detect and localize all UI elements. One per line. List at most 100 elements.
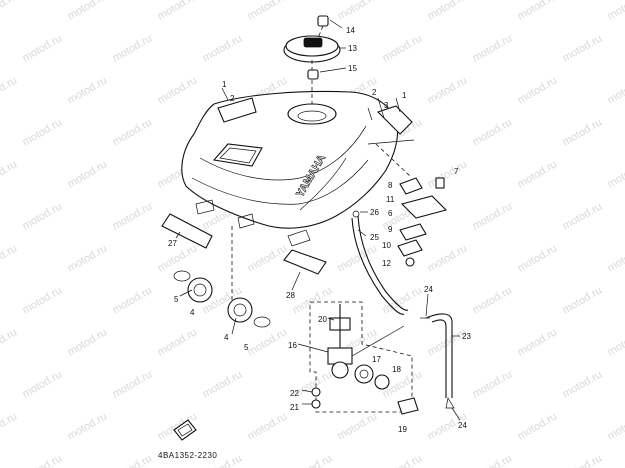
fuel-tank: YAMAHA <box>181 90 413 247</box>
watermark-text: motod.ru <box>471 116 515 148</box>
watermark-text: motod.ru <box>426 242 470 274</box>
watermark-text: motod.ru <box>111 368 155 400</box>
fuel-cock-assembly <box>309 301 419 415</box>
callout-28: 28 <box>286 291 295 300</box>
watermark-text: motod.ru <box>21 32 65 64</box>
callout-21: 21 <box>290 403 299 412</box>
watermark-text: motod.ru <box>291 284 335 316</box>
callout-2b: 2 <box>372 88 377 97</box>
callout-14: 14 <box>346 26 355 35</box>
callout-12: 12 <box>382 259 391 268</box>
callout-7: 7 <box>454 167 459 176</box>
callout-2: 2 <box>230 94 235 103</box>
watermark-text: motod.ru <box>21 368 65 400</box>
watermark-text: motod.ru <box>0 74 19 106</box>
watermark-text: motod.ru <box>156 74 200 106</box>
watermark-text: motod.ru <box>561 32 605 64</box>
watermark-text: motod.ru <box>111 200 155 232</box>
watermark-text: motod.ru <box>246 0 290 23</box>
label-plate <box>173 419 197 441</box>
watermark-text: motod.ru <box>516 74 560 106</box>
callout-10: 10 <box>382 241 391 250</box>
watermark-text: motod.ru <box>156 326 200 358</box>
watermark-text: motod.ru <box>66 158 110 190</box>
watermark-text: motod.ru <box>21 200 65 232</box>
watermark-text: motod.ru <box>111 116 155 148</box>
callout-5a: 5 <box>174 295 179 304</box>
callout-23: 23 <box>462 332 471 341</box>
callout-4b: 4 <box>224 333 229 342</box>
fuel-cap-assembly <box>283 15 341 104</box>
watermark-text: motod.ru <box>471 368 515 400</box>
watermark-text: motod.ru <box>471 200 515 232</box>
watermark-text: motod.ru <box>66 0 110 23</box>
watermark-text: motod.ru <box>561 452 605 468</box>
watermark-text: motod.ru <box>156 242 200 274</box>
callout-1: 1 <box>222 80 227 89</box>
watermark-text: motod.ru <box>516 242 560 274</box>
callout-15: 15 <box>348 64 357 73</box>
watermark-text: motod.ru <box>0 410 19 442</box>
watermark-text: motod.ru <box>381 32 425 64</box>
watermark-text: motod.ru <box>606 326 625 358</box>
leader-lines <box>175 19 461 421</box>
watermark-text: motod.ru <box>156 0 200 23</box>
watermark-text: motod.ru <box>381 284 425 316</box>
watermark-text: motod.ru <box>561 200 605 232</box>
watermark-text: motod.ru <box>561 284 605 316</box>
watermark-text: motod.ru <box>111 284 155 316</box>
side-fittings <box>173 226 271 328</box>
watermark-text: motod.ru <box>381 452 425 468</box>
watermark-text: motod.ru <box>516 0 560 23</box>
callout-22: 22 <box>290 389 299 398</box>
watermark-text: motod.ru <box>426 158 470 190</box>
callout-5b: 5 <box>244 343 249 352</box>
callout-16: 16 <box>288 341 297 350</box>
watermark-text: motod.ru <box>471 32 515 64</box>
callout-24a: 24 <box>424 285 433 294</box>
watermark-text: motod.ru <box>471 452 515 468</box>
watermark-text: motod.ru <box>606 0 625 23</box>
callout-17: 17 <box>372 355 381 364</box>
watermark-text: motod.ru <box>246 410 290 442</box>
watermark-text: motod.ru <box>606 74 625 106</box>
callout-1b: 1 <box>402 91 407 100</box>
callout-11: 11 <box>386 195 395 204</box>
watermark-text: motod.ru <box>0 158 19 190</box>
diagram-code: 4BA1352-2230 <box>158 451 217 460</box>
watermark-text: motod.ru <box>471 284 515 316</box>
callout-18: 18 <box>392 365 401 374</box>
watermark-text: motod.ru <box>426 0 470 23</box>
callout-26: 26 <box>370 208 379 217</box>
watermark-text: motod.ru <box>336 0 380 23</box>
watermark-text: motod.ru <box>0 242 19 274</box>
watermark-text: motod.ru <box>336 410 380 442</box>
watermark-text: motod.ru <box>606 242 625 274</box>
callout-19: 19 <box>398 425 407 434</box>
watermark-text: motod.ru <box>21 452 65 468</box>
watermark-text: motod.ru <box>0 326 19 358</box>
watermark-text: motod.ru <box>201 32 245 64</box>
watermark-text: motod.ru <box>66 326 110 358</box>
watermark-text: motod.ru <box>66 242 110 274</box>
callout-20: 20 <box>318 315 327 324</box>
watermark-text: motod.ru <box>606 410 625 442</box>
watermark-text: motod.ru <box>66 410 110 442</box>
watermark-text: motod.ru <box>0 0 19 23</box>
watermark-text: motod.ru <box>21 116 65 148</box>
overflow-hose <box>420 313 455 409</box>
watermark-text: motod.ru <box>561 116 605 148</box>
watermark-text: motod.ru <box>606 158 625 190</box>
callout-8: 8 <box>388 181 393 190</box>
watermark-text: motod.ru <box>111 32 155 64</box>
callout-9: 9 <box>388 225 393 234</box>
watermark-text: motod.ru <box>21 284 65 316</box>
callout-6: 6 <box>388 209 393 218</box>
watermark-text: motod.ru <box>66 74 110 106</box>
watermark-text: motod.ru <box>246 242 290 274</box>
callout-3: 3 <box>384 101 389 110</box>
watermark-text: motod.ru <box>291 452 335 468</box>
watermark-text: motod.ru <box>201 368 245 400</box>
